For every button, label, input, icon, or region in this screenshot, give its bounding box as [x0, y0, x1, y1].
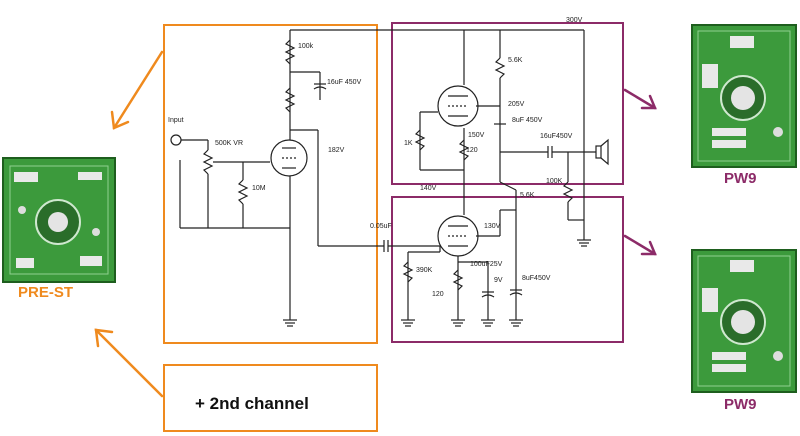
cap-100uf-label: 100uF25V [470, 261, 503, 268]
input-label: Input [168, 117, 184, 124]
v-150-label: 150V [468, 132, 485, 139]
power-amp-frame-bottom [391, 196, 624, 343]
cap-16uf450-label: 16uF450V [540, 133, 573, 140]
vr-label: 500K VR [215, 140, 243, 147]
arrow-to-pw9-bottom [623, 234, 657, 256]
v-140-label: 140V [420, 185, 437, 192]
r-1k-label: 1K [404, 140, 413, 147]
power-amp-frame-top [391, 22, 624, 185]
pw9-top-label: PW9 [724, 170, 757, 187]
r-390k-label: 390K [416, 267, 433, 274]
cap-005-label: 0.05uF [370, 223, 392, 230]
cap-8uf-label: 8uF 450V [512, 117, 543, 124]
v-205-label: 205V [508, 101, 525, 108]
r-5-6k-b-label: 5.6K [520, 192, 535, 199]
v-130-label: 130V [484, 223, 501, 230]
pw9-bottom-label: PW9 [724, 396, 757, 413]
r-120-top-label: 120 [466, 147, 478, 154]
preamp-frame [163, 24, 378, 344]
pre-st-board [2, 157, 116, 283]
r-100k-right-label: 100K [546, 178, 563, 185]
cap-16uf-label: 16uF 450V [327, 79, 362, 86]
v-300-label: 300V [566, 17, 583, 24]
r-120-bottom-label: 120 [432, 291, 444, 298]
arrow-from-second-channel [94, 328, 164, 398]
arrow-to-preamp-board [112, 50, 164, 130]
v-182-label: 182V [328, 147, 345, 154]
r-10m-label: 10M [252, 185, 266, 192]
arrow-to-pw9-top [623, 88, 657, 110]
cap-8uf450-label: 8uF450V [522, 275, 551, 282]
second-channel-label: + 2nd channel [195, 394, 309, 413]
v-9-label: 9V [494, 277, 503, 284]
pw9-top-board [691, 24, 797, 168]
r-100k-label: 100k [298, 43, 314, 50]
second-channel-box [163, 364, 378, 432]
r-5-6k-label: 5.6K [508, 57, 523, 64]
pw9-bottom-board [691, 249, 797, 393]
pre-st-label: PRE-ST [18, 284, 74, 301]
